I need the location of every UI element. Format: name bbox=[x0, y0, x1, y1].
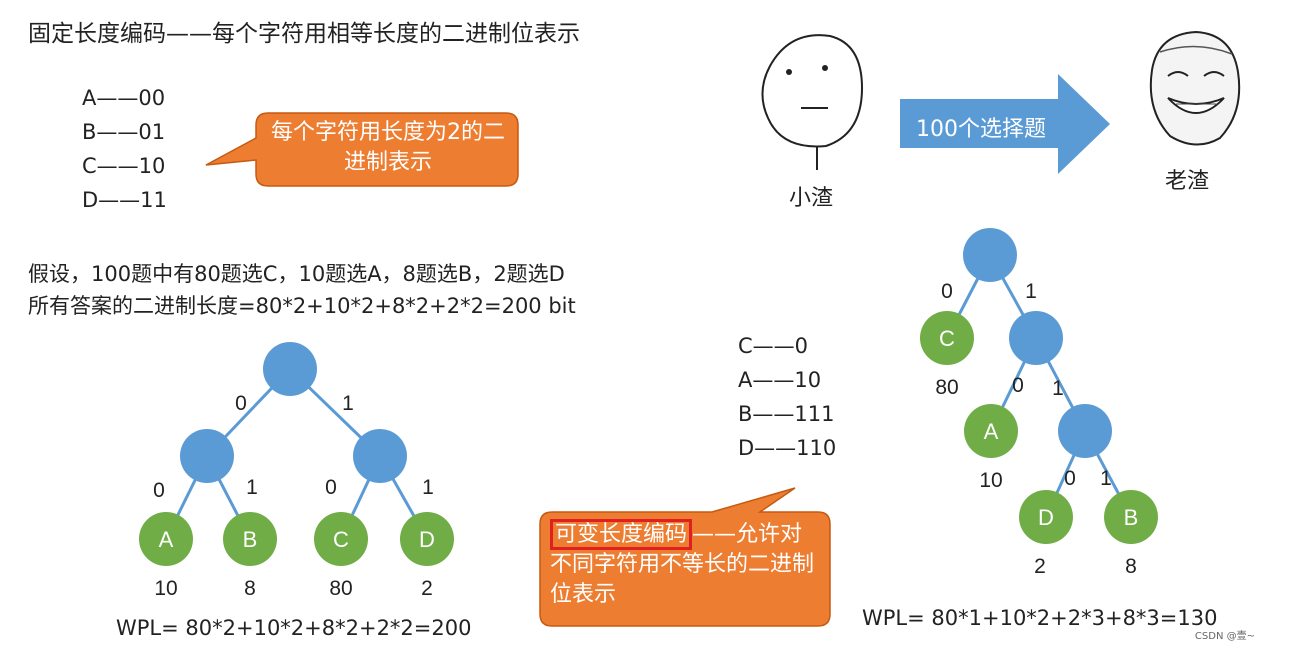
callout-variable-text: 可变长度编码——允许对不同字符用不等长的二进制位表示 bbox=[550, 519, 820, 610]
right-tree-leaf-label: C bbox=[939, 326, 955, 351]
variable-code-c: C——0 bbox=[738, 334, 809, 358]
page-title: 固定长度编码——每个字符用相等长度的二进制位表示 bbox=[28, 21, 580, 47]
left-tree-leaf-node bbox=[139, 512, 193, 566]
left-tree-leaf-weight: 10 bbox=[154, 577, 177, 600]
right-tree-edge-label: 1 bbox=[1100, 467, 1112, 490]
left-tree-leaf-label: A bbox=[159, 527, 174, 552]
arrow-label: 100个选择题 bbox=[916, 117, 1046, 142]
left-tree-leaf-label: C bbox=[333, 527, 349, 552]
left-tree-leaf-node bbox=[223, 512, 277, 566]
left-face-label: 小渣 bbox=[789, 186, 834, 211]
left-tree-internal-node bbox=[353, 429, 407, 483]
callout-fixed-shape bbox=[205, 112, 519, 187]
right-tree-edge-label: 1 bbox=[1052, 377, 1064, 400]
blank-face-icon bbox=[761, 34, 864, 170]
right-tree-leaf-weight: 80 bbox=[935, 376, 958, 399]
grin-face-icon bbox=[1149, 30, 1241, 146]
assumption-line-2: 所有答案的二进制长度=80*2+10*2+8*2+2*2=200 bit bbox=[28, 294, 576, 318]
callout-variable-rest: ——允许对不同字符用不等长的二进制位表示 bbox=[550, 522, 815, 607]
left-tree-leaf-weight: 2 bbox=[421, 577, 433, 600]
right-tree-leaf-weight: 10 bbox=[979, 469, 1002, 492]
left-tree-edge-label: 1 bbox=[246, 476, 258, 499]
left-tree-edge-label: 0 bbox=[153, 479, 165, 502]
left-tree-leaf-node bbox=[400, 512, 454, 566]
right-tree-leaf-weight: 2 bbox=[1034, 555, 1046, 578]
variable-length-highlight: 可变长度编码 bbox=[550, 519, 693, 550]
fixed-code-a: A——00 bbox=[82, 86, 166, 110]
right-tree-edge-label: 1 bbox=[1025, 280, 1037, 303]
callout-fixed-text: 每个字符用长度为2的二进制表示 bbox=[271, 120, 505, 175]
right-wpl: WPL= 80*1+10*2+2*3+8*3=130 bbox=[862, 606, 1218, 630]
left-tree-leaf-weight: 8 bbox=[244, 577, 256, 600]
right-tree-leaf-label: A bbox=[984, 419, 999, 444]
left-tree-edge-label: 1 bbox=[422, 476, 434, 499]
left-tree-leaf-node bbox=[314, 512, 368, 566]
arrow-shape bbox=[900, 74, 1110, 174]
right-tree-leaf-node bbox=[964, 404, 1018, 458]
right-tree-internal-node bbox=[1058, 404, 1112, 458]
right-tree-edge-label: 0 bbox=[1064, 467, 1076, 490]
left-wpl: WPL= 80*2+10*2+8*2+2*2=200 bbox=[116, 616, 472, 640]
left-tree-internal-node bbox=[263, 342, 317, 396]
variable-code-b: B——111 bbox=[738, 402, 835, 426]
right-face-label: 老渣 bbox=[1165, 169, 1210, 194]
variable-code-d: D——110 bbox=[738, 436, 837, 460]
right-tree-internal-node bbox=[1009, 311, 1063, 365]
csdn-watermark: CSDN @壹~ bbox=[1194, 631, 1255, 642]
callout-variable-shape bbox=[539, 487, 831, 627]
fixed-code-d: D——11 bbox=[82, 188, 167, 212]
right-tree-leaf-node bbox=[1019, 490, 1073, 544]
left-tree-leaf-weight: 80 bbox=[329, 577, 352, 600]
fixed-code-b: B——01 bbox=[82, 120, 166, 144]
right-tree-edge-label: 0 bbox=[941, 280, 953, 303]
right-tree-edge-label: 0 bbox=[1012, 374, 1024, 397]
right-tree-internal-node bbox=[963, 228, 1017, 282]
left-tree-edge-label: 1 bbox=[342, 392, 354, 415]
left-tree-edge-label: 0 bbox=[325, 476, 337, 499]
right-tree-leaf-node bbox=[920, 311, 974, 365]
fixed-code-c: C——10 bbox=[82, 154, 166, 178]
left-tree-edge-label: 0 bbox=[235, 392, 247, 415]
assumption-line-1: 假设，100题中有80题选C，10题选A，8题选B，2题选D bbox=[28, 262, 565, 286]
right-tree-leaf-label: B bbox=[1124, 505, 1139, 530]
right-tree-leaf-node bbox=[1104, 490, 1158, 544]
left-tree-internal-node bbox=[180, 429, 234, 483]
right-tree-leaf-label: D bbox=[1038, 505, 1054, 530]
variable-code-a: A——10 bbox=[738, 368, 822, 392]
left-tree-leaf-label: B bbox=[243, 527, 258, 552]
right-tree-leaf-weight: 8 bbox=[1125, 555, 1137, 578]
left-tree-leaf-label: D bbox=[419, 527, 435, 552]
